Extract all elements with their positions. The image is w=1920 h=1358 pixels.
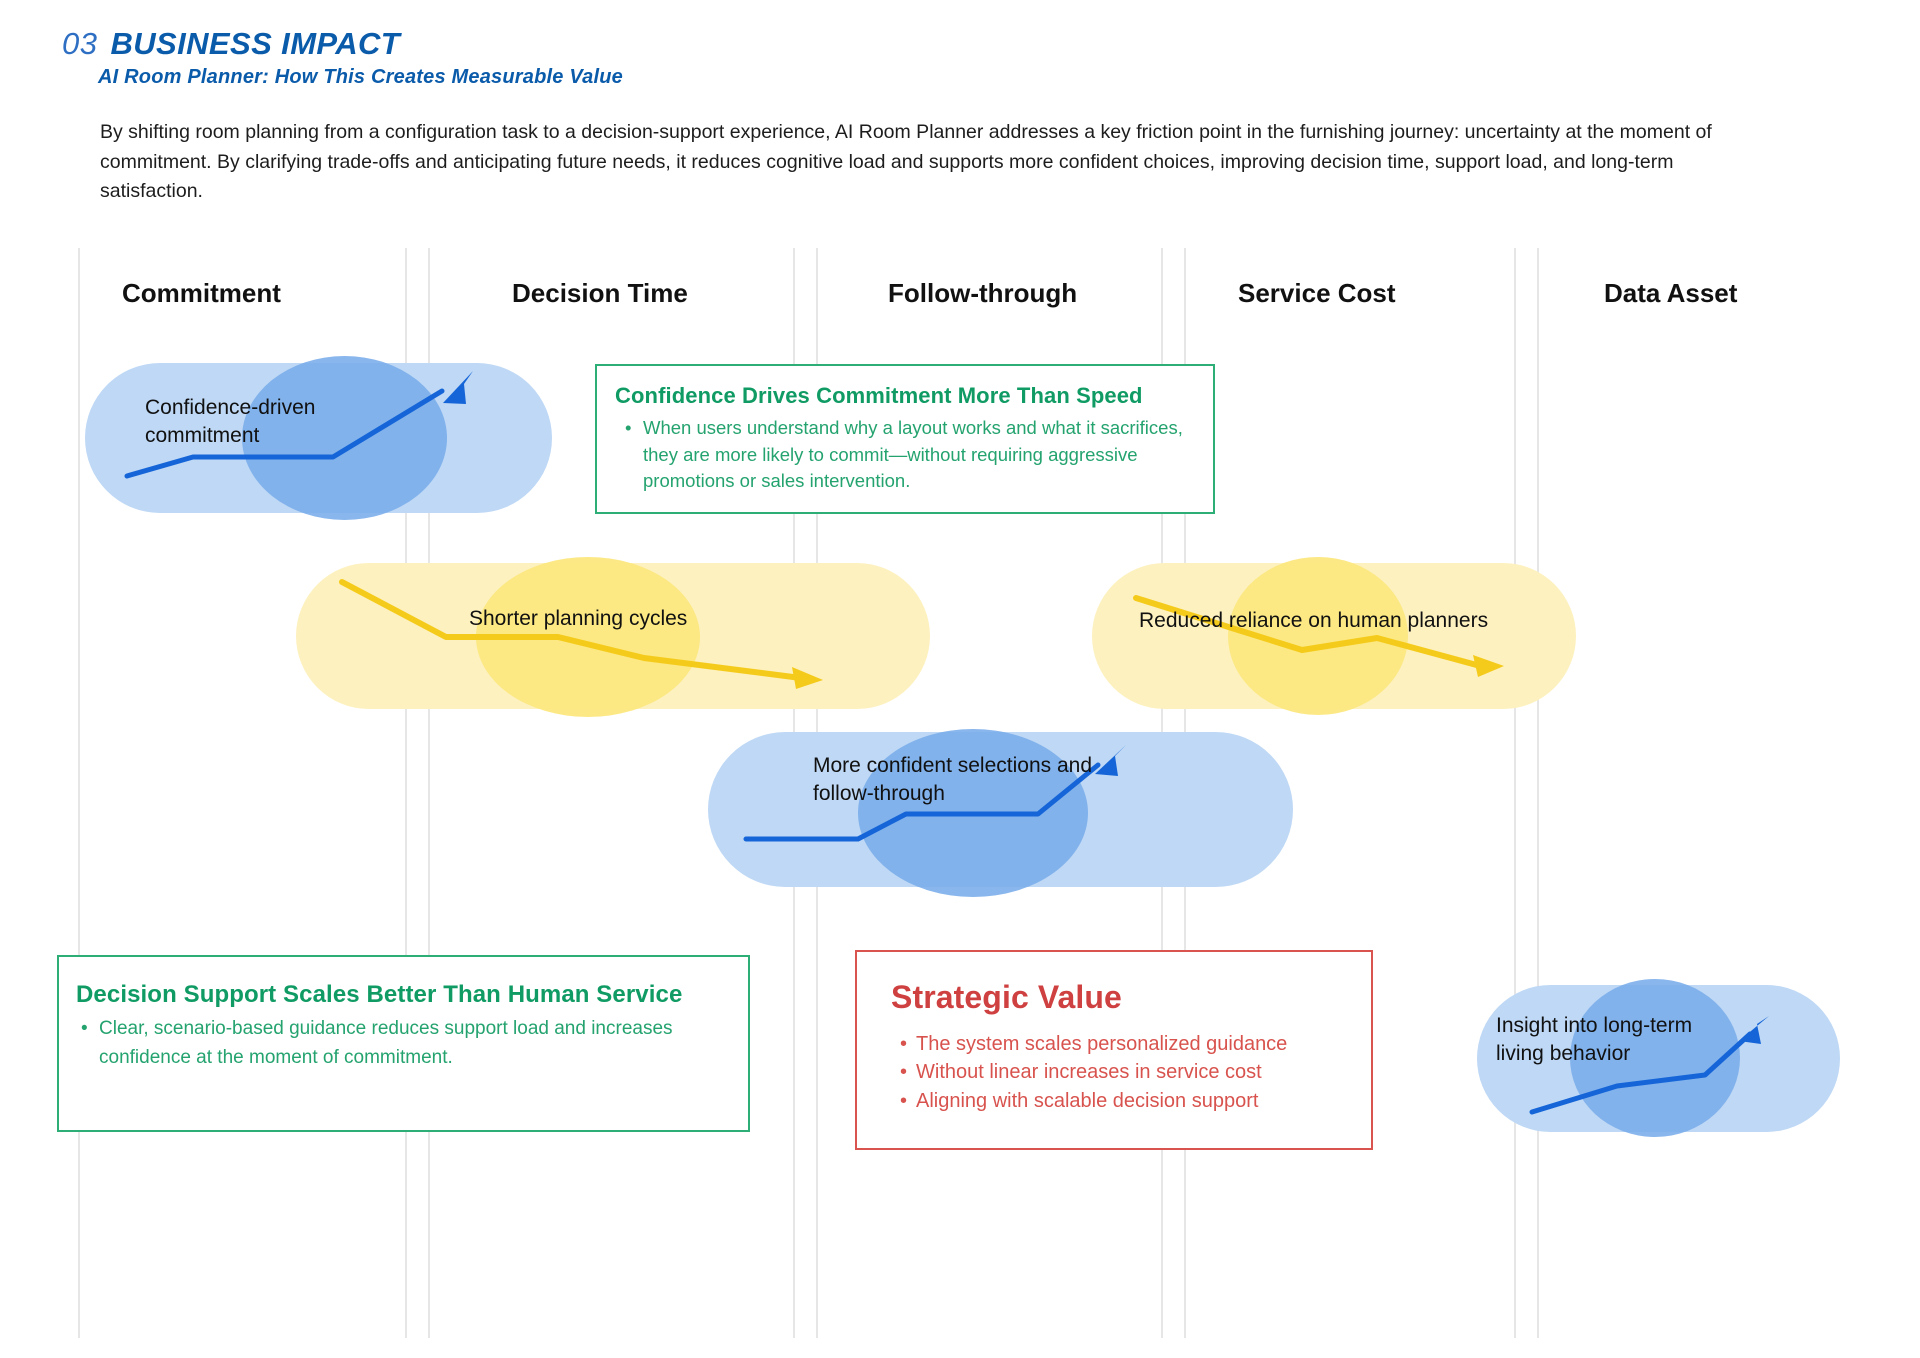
metric-pill-shorter-planning-cycles: Shorter planning cycles (296, 557, 930, 717)
callout-strategic-value: Strategic Value The system scales person… (855, 950, 1373, 1150)
pill-blob (1570, 979, 1740, 1137)
metric-pill-confidence-driven-commitment: Confidence-driven commitment (85, 356, 552, 520)
column-header-service-cost: Service Cost (1238, 278, 1396, 308)
column-header-data-asset: Data Asset (1604, 278, 1738, 308)
guide-line-8 (1514, 248, 1516, 1338)
callout-bullet: Clear, scenario-based guidance reduces s… (77, 1015, 748, 1072)
page-title: BUSINESS IMPACT (110, 26, 401, 61)
intro-paragraph: By shifting room planning from a configu… (100, 121, 1712, 203)
page-subtitle: AI Room Planner: How This Creates Measur… (98, 66, 623, 88)
pill-label: Insight into long-term living behavior (1496, 1014, 1693, 1065)
column-header-commitment: Commitment (122, 278, 281, 308)
guide-line-9 (1537, 248, 1539, 1338)
guide-line-2 (405, 248, 407, 1338)
trend-line-up-icon (743, 745, 1126, 842)
callout-bullet: Aligning with scalable decision support (896, 1087, 1371, 1116)
callout-bullet-list: When users understand why a layout works… (621, 415, 1213, 495)
trend-line-up-icon (1529, 1016, 1769, 1115)
guide-line-1 (78, 248, 80, 1338)
section-number: 03 (62, 26, 98, 61)
metric-pill-insight-long-term-living-behavior: Insight into long-term living behavior (1477, 979, 1840, 1137)
callout-bullet: Without linear increases in service cost (896, 1058, 1371, 1087)
guide-line-3 (428, 248, 430, 1338)
callout-bullet-list: Clear, scenario-based guidance reduces s… (77, 1015, 748, 1072)
pill-label: Shorter planning cycles (469, 607, 688, 630)
callout-bullet: The system scales personalized guidance (896, 1030, 1371, 1059)
pill-blob (242, 356, 447, 520)
column-header-decision-time: Decision Time (512, 278, 688, 308)
callout-bullet: When users understand why a layout works… (621, 415, 1213, 495)
callout-title: Strategic Value (891, 979, 1122, 1015)
callout-title: Confidence Drives Commitment More Than S… (615, 383, 1143, 408)
pill-label: Reduced reliance on human planners (1139, 609, 1489, 632)
pill-label: Confidence-driven commitment (145, 396, 316, 447)
page-header: 03 BUSINESS IMPACT AI Room Planner: How … (62, 28, 1562, 89)
trend-line-down-icon (339, 579, 823, 689)
callout-decision-support-scales: Decision Support Scales Better Than Huma… (57, 955, 750, 1132)
trend-line-up-icon (124, 371, 473, 479)
metric-pill-more-confident-selections: More confident selections and follow-thr… (708, 729, 1293, 897)
trend-line-down-icon (1133, 595, 1504, 677)
pill-label: More confident selections and follow-thr… (813, 754, 1092, 805)
title-row: 03 BUSINESS IMPACT (62, 28, 1562, 59)
callout-bullet-list: The system scales personalized guidance … (896, 1030, 1371, 1116)
callout-confidence-drives-commitment: Confidence Drives Commitment More Than S… (595, 364, 1215, 514)
callout-title: Decision Support Scales Better Than Huma… (76, 981, 683, 1008)
column-header-follow-through: Follow-through (888, 278, 1078, 308)
metric-pill-reduced-reliance-on-human-planners: Reduced reliance on human planners (1092, 557, 1576, 715)
